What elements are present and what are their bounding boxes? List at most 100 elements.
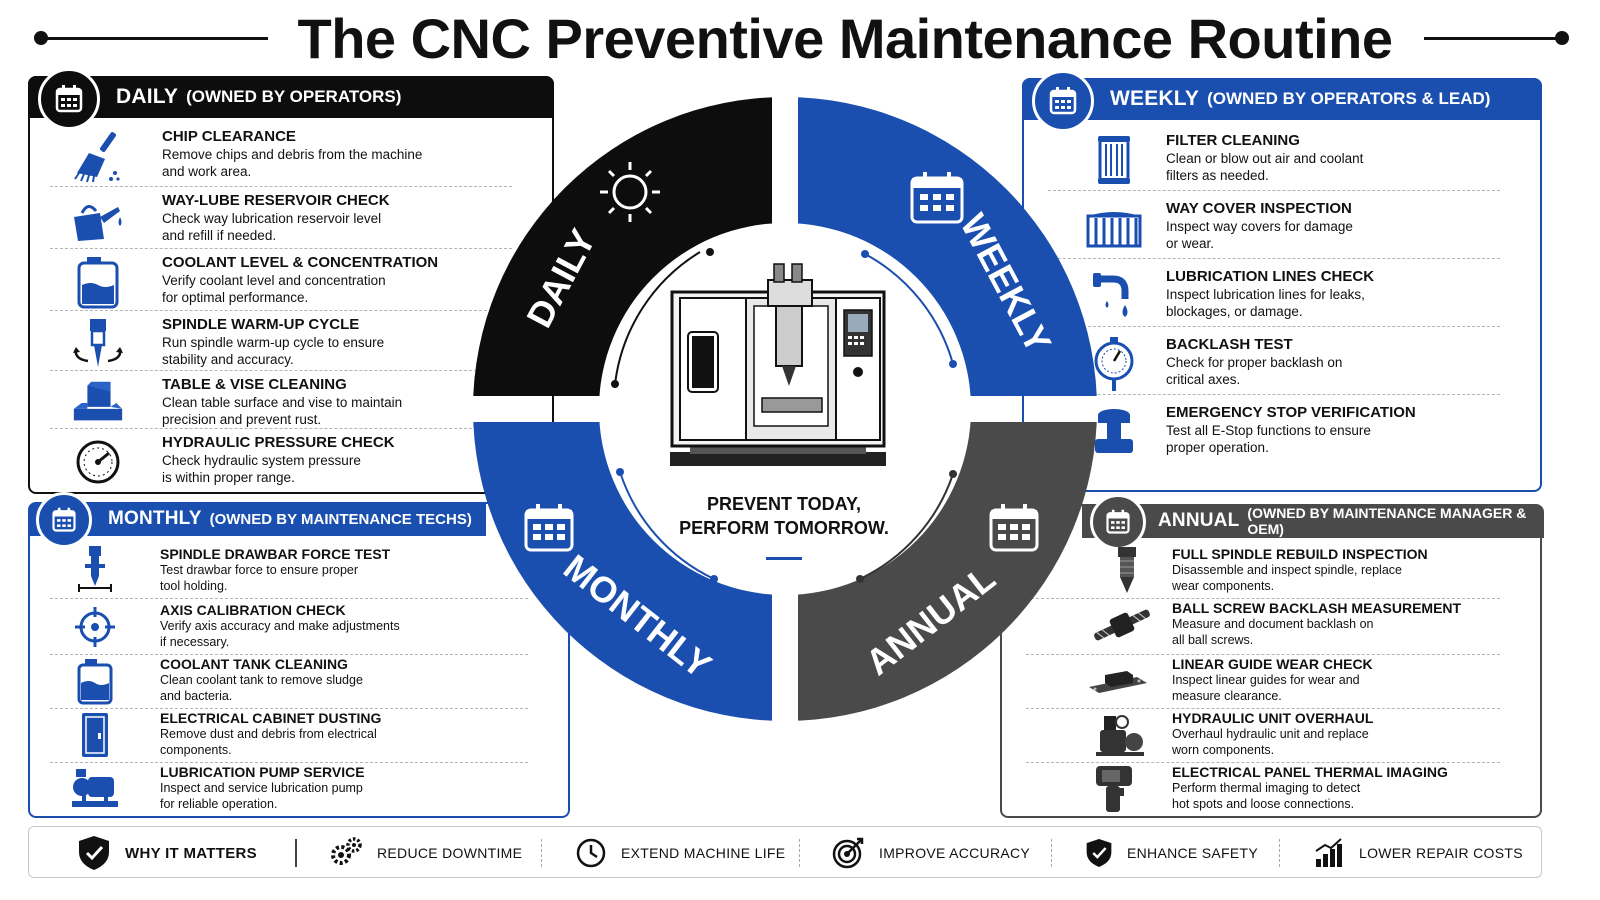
item-title: BALL SCREW BACKLASH MEASUREMENT <box>1172 600 1462 616</box>
item-desc-1: Inspect and service lubrication pump <box>160 781 363 795</box>
item-desc-1: Verify axis accuracy and make adjustment… <box>160 619 400 633</box>
divider <box>1048 258 1500 259</box>
divider <box>50 428 512 429</box>
item-desc-1: Check way lubrication reservoir level <box>162 211 382 226</box>
spindle-icon <box>70 316 126 372</box>
item-desc-2: precision and prevent rust. <box>162 412 322 427</box>
calendar-icon <box>910 172 964 224</box>
slogan-line-2: PERFORM TOMORROW. <box>679 518 889 538</box>
item-title: CHIP CLEARANCE <box>162 128 296 145</box>
item-desc-2: and work area. <box>162 164 252 179</box>
item-desc-2: is within proper range. <box>162 470 295 485</box>
item-title: TABLE & VISE CLEANING <box>162 376 347 393</box>
item-desc-2: all ball screws. <box>1172 633 1254 647</box>
item-desc-2: and refill if needed. <box>162 228 277 243</box>
inner-arc-monthly <box>619 471 715 580</box>
monthly-owner: (OWNED BY MAINTENANCE TECHS) <box>209 510 472 528</box>
item-desc-1: Check hydraulic system pressure <box>162 453 361 468</box>
calendar-icon <box>38 68 100 130</box>
ball-screw-icon <box>1090 600 1154 650</box>
sun-icon <box>600 162 660 222</box>
item-title: COOLANT TANK CLEANING <box>160 656 348 672</box>
weekly-owner: (OWNED BY OPERATORS & LEAD) <box>1207 89 1491 108</box>
divider <box>50 310 512 311</box>
item-desc-2: blockages, or damage. <box>1166 304 1303 319</box>
cabinet-icon <box>70 710 120 760</box>
item-desc-1: Clean coolant tank to remove sludge <box>160 673 363 687</box>
shield-check-icon <box>79 836 109 870</box>
divider <box>50 708 528 709</box>
item-desc-2: tool holding. <box>160 579 228 593</box>
vise-icon <box>70 376 126 432</box>
item-desc-1: Clean or blow out air and coolant <box>1166 151 1364 166</box>
item-title: WAY-LUBE RESERVOIR CHECK <box>162 192 390 209</box>
footer-separator <box>541 839 542 867</box>
title-line-right <box>1424 37 1562 40</box>
item-title: ELECTRICAL PANEL THERMAL IMAGING <box>1172 764 1448 780</box>
divider <box>1026 762 1500 763</box>
item-desc-1: Inspect lubrication lines for leaks, <box>1166 287 1365 302</box>
divider <box>50 598 528 599</box>
inner-arc-weekly <box>864 253 954 365</box>
lube-line-icon <box>1086 268 1142 324</box>
item-title: WAY COVER INSPECTION <box>1166 200 1352 217</box>
thermal-camera-icon <box>1084 764 1144 814</box>
item-desc-1: Disassemble and inspect spindle, replace <box>1172 563 1402 577</box>
divider <box>50 248 512 249</box>
item-desc-2: measure clearance. <box>1172 689 1282 703</box>
item-desc-2: stability and accuracy. <box>162 352 294 367</box>
pump-icon <box>70 764 120 814</box>
monthly-label: MONTHLY <box>108 508 202 529</box>
footer-separator <box>1279 839 1280 867</box>
target-icon <box>832 837 864 869</box>
bar-chart-icon <box>1315 838 1342 867</box>
calendar-icon <box>1032 70 1094 132</box>
item-desc-1: Verify coolant level and concentration <box>162 273 386 288</box>
item-desc-1: Perform thermal imaging to detect <box>1172 781 1361 795</box>
coolant-jug-icon <box>70 254 126 310</box>
item-title: LINEAR GUIDE WEAR CHECK <box>1172 656 1373 672</box>
calendar-icon <box>36 492 92 548</box>
footer-why-it-matters: WHY IT MATTERS <box>77 827 257 879</box>
shield-check-icon <box>1086 839 1112 867</box>
item-desc-2: for reliable operation. <box>160 797 278 811</box>
divider <box>1048 394 1500 395</box>
item-desc-2: worn components. <box>1172 743 1275 757</box>
filter-icon <box>1086 132 1142 188</box>
annual-panel-header: ANNUAL (OWNED BY MAINTENANCE MANAGER & O… <box>1082 504 1544 538</box>
item-desc-1: Clean table surface and vise to maintain <box>162 395 403 410</box>
monthly-panel: MONTHLY (OWNED BY MAINTENANCE TECHS) SPI… <box>28 492 570 818</box>
e-stop-icon <box>1086 404 1142 460</box>
footer-label: WHY IT MATTERS <box>125 844 257 862</box>
inner-arc-annual <box>859 473 954 580</box>
calendar-icon <box>989 504 1039 552</box>
brush-icon <box>70 128 126 184</box>
item-title: AXIS CALIBRATION CHECK <box>160 602 346 618</box>
cnc-machine-illustration <box>670 263 886 466</box>
footer-separator <box>799 839 800 867</box>
item-desc-2: components. <box>160 743 232 757</box>
way-cover-icon <box>1086 200 1142 256</box>
footer-label: ENHANCE SAFETY <box>1127 845 1258 861</box>
daily-panel-header: DAILY (OWNED BY OPERATORS) <box>28 76 554 118</box>
item-desc-1: Inspect way covers for damage <box>1166 219 1353 234</box>
weekly-panel-header: WEEKLY (OWNED BY OPERATORS & LEAD) <box>1022 78 1542 120</box>
item-title: FULL SPINDLE REBUILD INSPECTION <box>1172 546 1428 562</box>
item-title: HYDRAULIC UNIT OVERHAUL <box>1172 710 1374 726</box>
item-desc-2: proper operation. <box>1166 440 1269 455</box>
center-slogan: PREVENT TODAY, PERFORM TOMORROW. <box>648 492 920 540</box>
spindle-rebuild-icon <box>1102 546 1152 596</box>
linear-guide-icon <box>1086 656 1150 706</box>
divider <box>1048 326 1500 327</box>
item-title: EMERGENCY STOP VERIFICATION <box>1166 404 1416 421</box>
page-title: The CNC Preventive Maintenance Routine <box>297 7 1393 70</box>
calendar-icon <box>524 504 574 552</box>
item-title: ELECTRICAL CABINET DUSTING <box>160 710 382 726</box>
item-desc-2: critical axes. <box>1166 372 1241 387</box>
item-desc-1: Check for proper backlash on <box>1166 355 1343 370</box>
footer-lower-repair-costs: LOWER REPAIR COSTS <box>1313 827 1523 879</box>
divider <box>1026 654 1500 655</box>
footer-separator <box>295 839 297 867</box>
oil-can-icon <box>70 192 126 248</box>
title-line-left <box>40 37 268 40</box>
